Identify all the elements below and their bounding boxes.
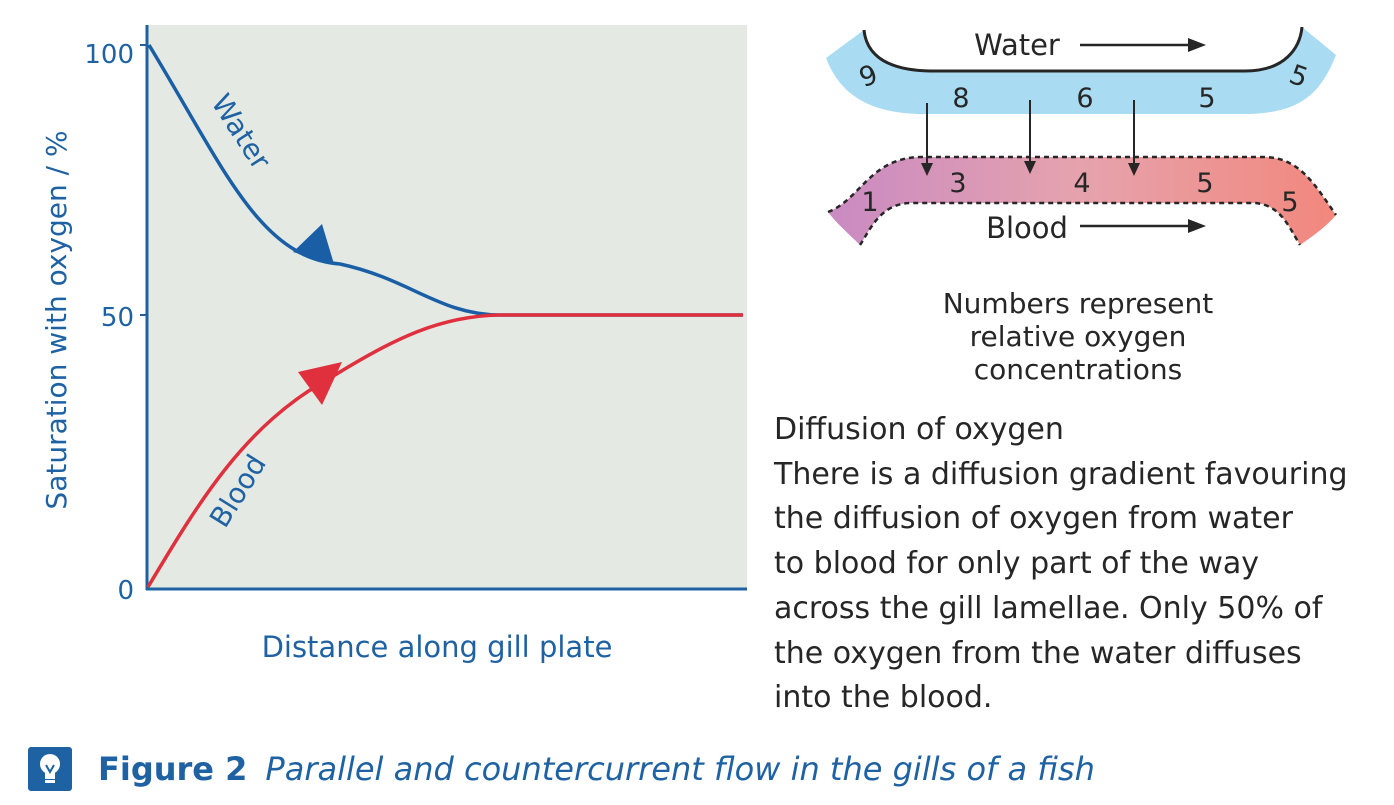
water-channel [826, 27, 1336, 114]
water-direction-arrow [293, 224, 334, 264]
figure-number: Figure 2 [98, 750, 248, 788]
blood-direction-arrow [298, 362, 342, 405]
blood-channel-bottom-wall [858, 201, 1302, 246]
figure-caption: Figure 2 Parallel and countercurrent flo… [28, 740, 1368, 798]
x-axis-label: Distance along gill plate [262, 630, 613, 664]
description-heading: Diffusion of oxygen [774, 412, 1064, 447]
description-line: into the blood. [774, 680, 993, 716]
blood-value-5: 5 [1281, 187, 1298, 218]
y-axis-label: Saturation with oxygen / % [40, 130, 73, 509]
y-tick-label-100: 100 [84, 40, 134, 70]
y-tick-label-0: 0 [117, 576, 134, 606]
water-flow-label: Water [974, 28, 1060, 62]
description-line: There is a diffusion gradient favouring [774, 456, 1348, 492]
blood-value-4: 5 [1196, 168, 1213, 199]
description-line: the diffusion of oxygen from water [774, 501, 1293, 537]
description-panel: Diffusion of oxygen There is a diffusion… [774, 408, 1374, 721]
water-value-2: 8 [952, 83, 969, 114]
blood-flow-label: Blood [986, 211, 1068, 245]
y-tick-label-50: 50 [101, 303, 134, 333]
blood-channel [828, 157, 1336, 245]
blood-value-1: 1 [861, 187, 878, 218]
blood-value-2: 3 [949, 168, 966, 199]
plot-background [147, 25, 747, 589]
description-line: to blood for only part of the way [774, 546, 1260, 582]
description-line: the oxygen from the water diffuses [774, 635, 1302, 671]
diffusion-arrows [921, 100, 1140, 176]
water-value-3: 6 [1076, 83, 1093, 114]
flow-note-line-1: Numbers represent [943, 287, 1214, 320]
water-channel-wall [862, 26, 1304, 73]
saturation-graph: 100 50 0 Saturation with oxygen / % Dist… [40, 25, 747, 664]
water-value-4: 5 [1198, 83, 1215, 114]
figure-title: Parallel and countercurrent flow in the … [265, 750, 1095, 788]
blood-flow-arrow [1080, 219, 1206, 233]
flow-diagram: Water Blood 9 8 6 5 5 1 3 4 5 5 Numbers … [826, 26, 1338, 386]
description-line: across the gill lamellae. Only 50% of [774, 590, 1323, 626]
flow-note-line-3: concentrations [974, 353, 1183, 386]
lightbulb-icon [28, 747, 72, 791]
flow-note-line-2: relative oxygen [970, 320, 1187, 353]
water-flow-arrow [1080, 38, 1206, 52]
blood-value-3: 4 [1073, 168, 1090, 199]
blood-channel-top-wall [827, 155, 1338, 216]
